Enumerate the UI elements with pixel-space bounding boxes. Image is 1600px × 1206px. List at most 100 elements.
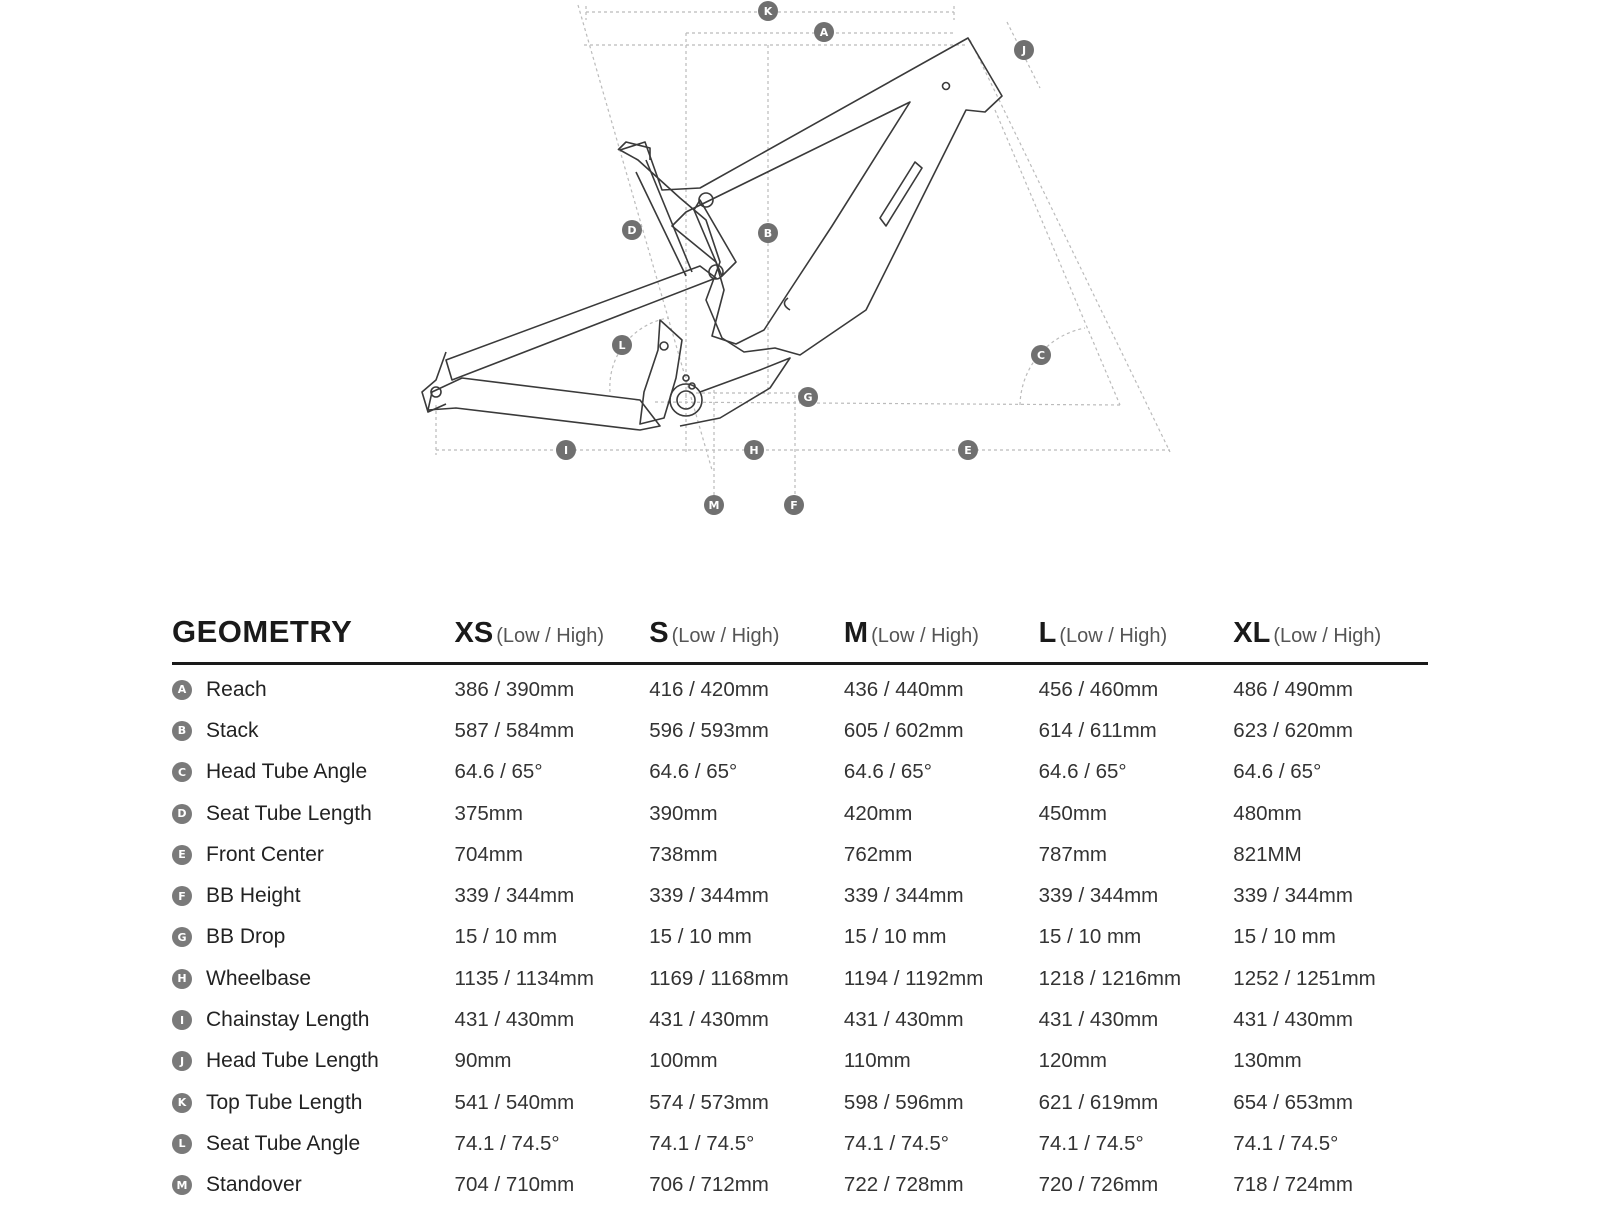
measurement-value: 1194 / 1192mm bbox=[843, 966, 984, 990]
marker-letter: B bbox=[764, 227, 772, 240]
measurement-value: 1135 / 1134mm bbox=[454, 966, 594, 990]
measurement-value: 416 / 420mm bbox=[649, 677, 769, 701]
marker-j: J bbox=[1014, 40, 1034, 60]
marker-i: I bbox=[556, 440, 576, 460]
measurement-label: Reach bbox=[206, 677, 267, 701]
marker-letter: I bbox=[564, 444, 568, 457]
marker-circle bbox=[758, 223, 778, 243]
marker-circle bbox=[814, 22, 834, 42]
measurement-value: 15 / 10 mm bbox=[649, 925, 752, 949]
measurement-value: 762mm bbox=[843, 842, 913, 866]
marker-circle bbox=[958, 440, 978, 460]
measurement-value: 64.6 / 65° bbox=[454, 760, 543, 784]
marker-letter: A bbox=[820, 26, 829, 39]
measurement-label: Head Tube Length bbox=[206, 1049, 379, 1073]
letter-badge-icon: H bbox=[172, 968, 192, 989]
size-header-xs: XS(Low / High) bbox=[455, 617, 650, 662]
measurement-value: 90mm bbox=[454, 1049, 512, 1073]
bike-frame-outline bbox=[421, 37, 1003, 431]
marker-letter: L bbox=[618, 339, 625, 352]
measurement-value: 436 / 440mm bbox=[843, 677, 964, 701]
measurement-value: 130mm bbox=[1233, 1049, 1302, 1073]
measurement-label: Stack bbox=[206, 718, 259, 742]
letter-badge-icon: B bbox=[172, 720, 192, 741]
measurement-value: 787mm bbox=[1038, 842, 1107, 866]
measurement-value: 420mm bbox=[843, 801, 913, 825]
measurement-value: 738mm bbox=[649, 842, 718, 866]
marker-letter: H bbox=[749, 444, 758, 457]
letter-badge-icon: I bbox=[172, 1010, 192, 1031]
marker-circle bbox=[704, 495, 724, 515]
size-header-xl: XL(Low / High) bbox=[1233, 617, 1428, 662]
measurement-value: 74.1 / 74.5° bbox=[649, 1131, 755, 1155]
size-name: M bbox=[843, 617, 869, 649]
measurement-label: Front Center bbox=[206, 842, 324, 866]
marker-letter: E bbox=[964, 444, 972, 457]
size-subtitle: (Low / High) bbox=[871, 625, 979, 647]
marker-letter: J bbox=[1021, 44, 1026, 57]
measurement-value: 64.6 / 65° bbox=[1233, 760, 1322, 784]
measurement-value: 15 / 10 mm bbox=[1038, 925, 1142, 949]
size-name: S bbox=[649, 617, 669, 649]
row-label: B Stack bbox=[172, 719, 455, 743]
marker-d: D bbox=[622, 220, 642, 240]
marker-b: B bbox=[758, 223, 778, 243]
marker-circle bbox=[1014, 40, 1034, 60]
measurement-value: 486 / 490mm bbox=[1233, 677, 1353, 701]
measurement-value: 1169 / 1168mm bbox=[649, 966, 789, 990]
marker-circle bbox=[1031, 345, 1051, 365]
marker-g: G bbox=[798, 387, 818, 407]
measurement-value: 821MM bbox=[1233, 842, 1302, 866]
measurement-label: BB Height bbox=[206, 884, 301, 908]
measurement-value: 621 / 619mm bbox=[1038, 1090, 1159, 1114]
table-title: GEOMETRY bbox=[172, 614, 353, 649]
size-header-s: S(Low / High) bbox=[649, 617, 844, 662]
dimension-lines bbox=[435, 4, 1171, 500]
measurement-value: 15 / 10 mm bbox=[1233, 925, 1336, 949]
marker-circle bbox=[758, 1, 778, 21]
measurement-label: Seat Tube Length bbox=[206, 801, 372, 825]
measurement-value: 339 / 344mm bbox=[649, 884, 769, 908]
size-subtitle: (Low / High) bbox=[1059, 625, 1168, 647]
marker-f: F bbox=[784, 495, 804, 515]
measurement-value: 64.6 / 65° bbox=[649, 760, 738, 784]
measurement-value: 450mm bbox=[1038, 801, 1107, 825]
measurement-value: 110mm bbox=[843, 1049, 911, 1073]
measurement-value: 623 / 620mm bbox=[1233, 718, 1353, 742]
measurement-value: 339 / 344mm bbox=[454, 884, 575, 908]
measurement-value: 390mm bbox=[649, 801, 718, 825]
measurement-value: 598 / 596mm bbox=[843, 1090, 964, 1114]
letter-badge-icon: C bbox=[172, 762, 192, 783]
measurement-value: 431 / 430mm bbox=[1233, 1008, 1353, 1032]
measurement-value: 431 / 430mm bbox=[1038, 1008, 1159, 1032]
marker-circle bbox=[556, 440, 576, 460]
measurement-value: 718 / 724mm bbox=[1233, 1173, 1353, 1197]
measurement-value: 100mm bbox=[649, 1049, 718, 1073]
letter-badge-icon: G bbox=[172, 927, 192, 948]
size-header-l: L(Low / High) bbox=[1039, 617, 1234, 662]
letter-badge-icon: K bbox=[172, 1092, 192, 1113]
size-subtitle: (Low / High) bbox=[1273, 625, 1382, 647]
letter-badge-icon: M bbox=[172, 1175, 192, 1196]
